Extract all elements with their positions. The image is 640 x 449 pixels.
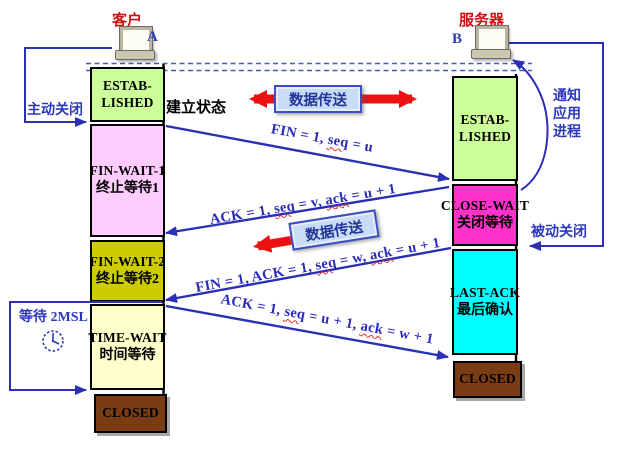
client-state-established: ESTAB- LISHED: [90, 67, 165, 122]
server-state-established: ESTAB- LISHED: [452, 76, 518, 181]
client-host-letter: A: [147, 29, 158, 45]
last-ack-segment-label: ACK = 1, seq = u + 1, ack = w + 1: [219, 291, 435, 348]
computer-base: [471, 49, 511, 59]
active-close-note: 主动关闭: [27, 103, 83, 118]
passive-close-note: 被动关闭: [531, 225, 587, 240]
client-computer-icon: [112, 26, 156, 65]
client-established-zh-label: 建立状态: [166, 100, 227, 116]
state-text-zh: 时间等待: [99, 347, 156, 363]
computer-base: [115, 50, 155, 60]
server-state-closed: CLOSED: [453, 361, 522, 398]
server-computer-icon: [468, 25, 512, 64]
state-text: CLOSED: [459, 371, 516, 387]
state-text-zh: 终止等待1: [96, 181, 159, 197]
notify-line: 通知: [553, 89, 581, 104]
state-text: ESTAB-: [460, 111, 510, 127]
data-transfer-box-bottom: 数据传送: [288, 209, 380, 251]
state-text: LISHED: [458, 128, 512, 144]
state-text-zh: 关闭等待: [457, 215, 513, 231]
state-text-zh: 终止等待2: [96, 271, 159, 287]
state-text: CLOSED: [102, 405, 159, 421]
notify-application-curve-arrow: [512, 59, 549, 191]
notify-application-note: 通知 应用 进程: [553, 88, 581, 142]
state-text-zh: 最后确认: [457, 302, 513, 318]
client-state-closed: CLOSED: [94, 394, 167, 433]
state-text: LAST-ACK: [449, 284, 521, 300]
wait-2msl-note: 等待 2MSL: [19, 310, 88, 325]
clock-icon: [42, 330, 64, 352]
state-text: TIME-WAIT: [88, 329, 167, 345]
server-role-label: 服务器: [459, 13, 505, 29]
server-state-close-wait: CLOSE-WAIT 关闭等待: [441, 184, 529, 246]
client-state-fin-wait-1: FIN-WAIT-1 终止等待1: [90, 124, 165, 237]
client-state-time-wait: TIME-WAIT 时间等待: [88, 304, 167, 390]
state-text: FIN-WAIT-2: [89, 253, 166, 269]
state-text: ESTAB-: [103, 77, 152, 93]
client-state-fin-wait-2: FIN-WAIT-2 终止等待2: [90, 240, 165, 302]
server-host-letter: B: [452, 31, 463, 47]
fin-segment-label: FIN = 1, seq = u: [269, 121, 375, 156]
client-role-label: 客户: [112, 13, 143, 29]
notify-line: 应用: [553, 107, 581, 122]
state-text: LISHED: [101, 94, 154, 110]
state-text: FIN-WAIT-1: [89, 163, 166, 179]
state-text: CLOSE-WAIT: [440, 197, 530, 213]
server-state-last-ack: LAST-ACK 最后确认: [449, 249, 521, 355]
passive-close-path-arrow: [506, 42, 604, 251]
notify-line: 进程: [553, 125, 581, 140]
data-transfer-box-top: 数据传送: [274, 85, 362, 113]
